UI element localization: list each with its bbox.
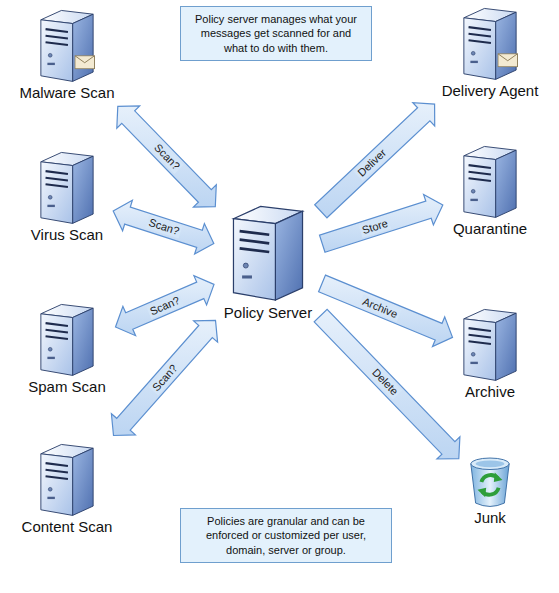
node-label: Spam Scan xyxy=(28,378,106,396)
icon-shape xyxy=(233,206,302,300)
policy-server: Policy Server xyxy=(220,200,317,322)
quarantine-server: Quarantine xyxy=(449,142,532,238)
note-text: Policies are granular and can be enforce… xyxy=(189,514,383,557)
note-box: Policy server manages what your messages… xyxy=(180,6,372,61)
icon-shape xyxy=(41,10,93,81)
block-arrow xyxy=(111,320,217,435)
scan-server: Spam Scan xyxy=(24,300,110,396)
server-icon xyxy=(39,440,95,518)
icon-shape xyxy=(41,304,93,375)
icon-shape xyxy=(41,444,93,515)
node-label: Content Scan xyxy=(22,518,113,536)
node-label: Archive xyxy=(465,383,515,401)
icon-shape xyxy=(471,458,509,506)
scan-server: Malware Scan xyxy=(15,6,119,102)
block-arrow xyxy=(315,103,435,218)
junk-bin: Junk xyxy=(463,455,517,527)
node-label: Virus Scan xyxy=(31,226,103,244)
delivery-server: Delivery Agent xyxy=(438,4,543,100)
icon-shape xyxy=(464,309,516,380)
block-arrow xyxy=(320,194,443,252)
block-arrow xyxy=(117,106,217,207)
icon-shape xyxy=(41,152,93,223)
server-icon xyxy=(462,142,518,220)
scan-server: Virus Scan xyxy=(27,148,108,244)
mail-envelope xyxy=(75,56,95,69)
server-icon xyxy=(462,305,518,383)
node-label: Delivery Agent xyxy=(442,82,539,100)
mail-envelope xyxy=(498,54,518,67)
icon-shape xyxy=(464,146,516,217)
note-text: Policy server manages what your messages… xyxy=(189,12,363,55)
icon-shape xyxy=(464,8,516,79)
server-icon xyxy=(231,200,305,304)
note-box: Policies are granular and can be enforce… xyxy=(180,508,392,563)
archive-server: Archive xyxy=(458,305,522,401)
server-icon xyxy=(462,4,518,82)
block-arrow xyxy=(113,200,214,254)
recycle-bin-icon xyxy=(467,455,513,509)
node-label: Quarantine xyxy=(453,220,527,238)
server-icon xyxy=(39,148,95,226)
server-icon xyxy=(39,300,95,378)
node-label: Junk xyxy=(474,509,506,527)
node-label: Policy Server xyxy=(224,304,312,322)
server-icon xyxy=(39,6,95,84)
scan-server: Content Scan xyxy=(18,440,117,536)
block-arrow xyxy=(314,309,460,459)
node-label: Malware Scan xyxy=(19,84,114,102)
